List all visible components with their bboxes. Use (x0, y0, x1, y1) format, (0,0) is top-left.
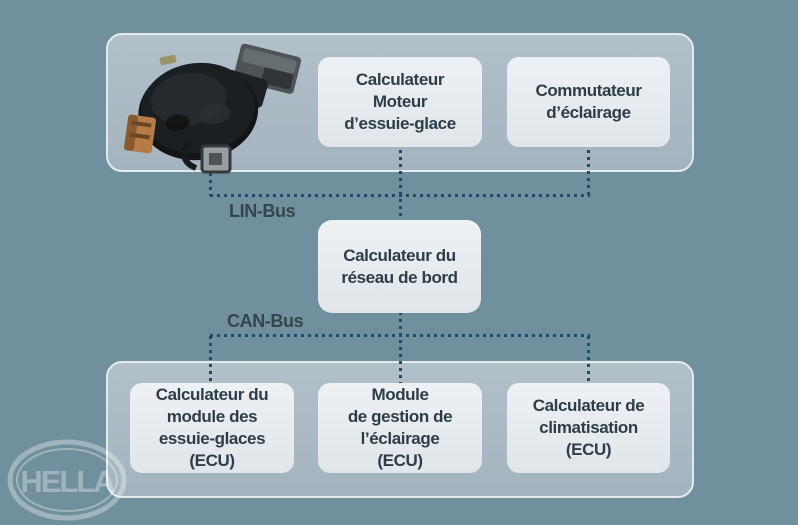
node-climate-ecu-label: Calculateur de climatisation (ECU) (532, 396, 645, 459)
node-light-switch-label: Commutateur d’éclairage (535, 81, 642, 122)
hella-logo-text: HELLA (20, 464, 115, 499)
node-body-network-ecu: Calculateur du réseau de bord (318, 220, 481, 313)
node-wiper-motor-ecu-label: Calculateur Moteur d’essuie-glace (344, 70, 456, 133)
node-lighting-management-ecu: Module de gestion de l’éclairage (ECU) (318, 383, 482, 473)
node-lighting-management-ecu-label: Module de gestion de l’éclairage (ECU) (347, 385, 453, 470)
node-wiper-module-ecu: Calculateur du module des essuie-glaces … (130, 383, 294, 473)
center-to-can-line (399, 312, 402, 384)
can-left-drop-line (209, 336, 212, 384)
node-wiper-motor-ecu: Calculateur Moteur d’essuie-glace (318, 57, 482, 147)
node-wiper-module-ecu-label: Calculateur du module des essuie-glaces … (155, 385, 269, 470)
can-right-drop-line (587, 336, 590, 384)
lin-bus-label: LIN-Bus (229, 201, 296, 221)
node-body-network-ecu-label: Calculateur du réseau de bord (341, 245, 458, 287)
light-switch-drop-line (587, 150, 590, 196)
sensor-drop-line (209, 159, 212, 196)
node-climate-ecu: Calculateur de climatisation (ECU) (507, 383, 670, 473)
can-bus-label: CAN-Bus (227, 311, 304, 331)
can-bus-line (210, 334, 590, 337)
lin-bus-line (210, 194, 590, 197)
node-light-switch: Commutateur d’éclairage (507, 57, 670, 147)
wiper-ecu-drop-line (399, 150, 402, 221)
rain-light-sensor-image (124, 43, 302, 174)
hella-logo-watermark: HELLA (7, 439, 127, 521)
